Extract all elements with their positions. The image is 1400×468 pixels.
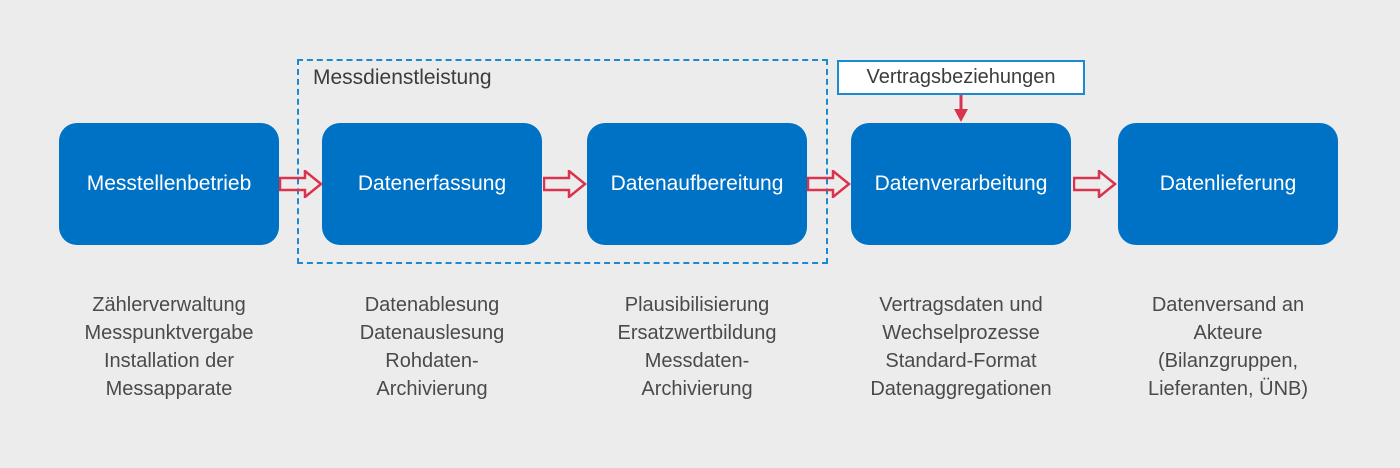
- contract-relations-box: Vertragsbeziehungen: [837, 60, 1085, 95]
- down-arrow-icon: [954, 95, 968, 122]
- step-description-datenerfassung: Datenablesung Datenauslesung Rohdaten- A…: [312, 291, 552, 403]
- description-line: Archivierung: [641, 378, 753, 400]
- step-description-datenlieferung: Datenversand an Akteure (Bilanzgruppen, …: [1108, 291, 1348, 403]
- step-description-datenverarbeitung: Vertragsdaten und Wechselprozesse Standa…: [841, 291, 1081, 403]
- contract-relations-label: Vertragsbeziehungen: [866, 66, 1056, 88]
- description-line: Wechselprozesse: [882, 322, 1040, 344]
- step-box-datenlieferung: Datenlieferung: [1118, 123, 1338, 245]
- description-line: Messpunktvergabe: [84, 322, 254, 344]
- step-label: Datenlieferung: [1159, 172, 1297, 195]
- step-label: Datenverarbeitung: [874, 172, 1048, 195]
- right-arrow-icon: [807, 170, 851, 198]
- step-description-datenaufbereitung: Plausibilisierung Ersatzwertbildung Mess…: [577, 291, 817, 403]
- description-line: Datenversand an: [1151, 294, 1305, 316]
- description-line: Plausibilisierung: [624, 294, 770, 316]
- step-box-datenaufbereitung: Datenaufbereitung: [587, 123, 807, 245]
- right-arrow-icon: [543, 170, 587, 198]
- description-line: Zählerverwaltung: [92, 294, 246, 316]
- description-line: Ersatzwertbildung: [617, 322, 777, 344]
- description-line: Datenauslesung: [359, 322, 505, 344]
- description-line: Standard-Format: [885, 350, 1037, 372]
- step-label: Datenerfassung: [357, 172, 507, 195]
- description-line: Akteure: [1193, 322, 1263, 344]
- description-line: Messdaten-: [644, 350, 750, 372]
- description-line: Datenablesung: [364, 294, 500, 316]
- description-line: Archivierung: [376, 378, 488, 400]
- description-line: (Bilanzgruppen,: [1157, 350, 1299, 372]
- right-arrow-icon: [1073, 170, 1117, 198]
- description-line: Installation der: [103, 350, 235, 372]
- description-line: Vertragsdaten und: [879, 294, 1043, 316]
- description-line: Lieferanten, ÜNB): [1147, 378, 1309, 400]
- step-box-datenerfassung: Datenerfassung: [322, 123, 542, 245]
- step-box-messtellenbetrieb: Messtellenbetrieb: [59, 123, 279, 245]
- description-line: Datenaggregationen: [870, 378, 1052, 400]
- description-line: Messapparate: [105, 378, 233, 400]
- step-box-datenverarbeitung: Datenverarbeitung: [851, 123, 1071, 245]
- description-line: Rohdaten-: [385, 350, 479, 372]
- step-label: Datenaufbereitung: [610, 172, 784, 195]
- step-label: Messtellenbetrieb: [86, 172, 252, 195]
- right-arrow-icon: [279, 170, 323, 198]
- measurement-service-group-label: Messdienstleistung: [313, 66, 492, 89]
- measurement-service-group-frame: [297, 59, 828, 264]
- step-description-messtellenbetrieb: Zählerverwaltung Messpunktvergabe Instal…: [49, 291, 289, 403]
